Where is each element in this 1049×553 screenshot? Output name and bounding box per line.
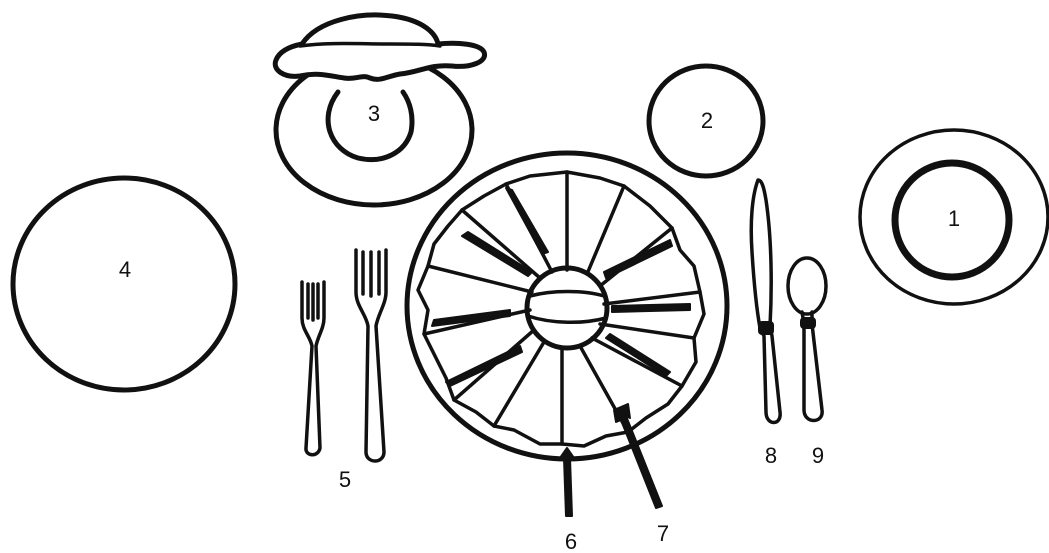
forks-5: 5 (302, 250, 386, 492)
arrow-6 (560, 448, 574, 516)
salad-fork (302, 282, 324, 455)
napkin-fold (587, 186, 624, 274)
center-plate-with-napkin (407, 153, 727, 459)
napkin-shade (506, 188, 548, 254)
knife-body (751, 180, 780, 423)
label-9: 9 (812, 443, 824, 468)
label-2: 2 (701, 108, 713, 133)
napkin-fold (592, 338, 682, 386)
pointer-6: 6 (560, 448, 577, 553)
knife-bolster (759, 322, 773, 334)
label-6: 6 (565, 529, 577, 553)
napkin-shade (612, 304, 690, 312)
pointer-7: 7 (614, 404, 669, 546)
label-7: 7 (657, 521, 669, 546)
label-1: 1 (948, 206, 960, 231)
plate-4-circle (13, 178, 235, 390)
spoon-bowl (788, 258, 826, 314)
spoon-neck (801, 318, 815, 328)
napkin-shade (604, 240, 672, 278)
dinner-fork (356, 250, 386, 461)
bread-on-plate-3 (275, 15, 484, 79)
plate-3: 3 (275, 15, 484, 205)
label-8: 8 (765, 443, 777, 468)
napkin-ring-band-1 (530, 292, 604, 297)
napkin-shade (446, 346, 522, 386)
spoon-9: 9 (788, 258, 826, 468)
plate-2: 2 (649, 66, 763, 176)
knife-8: 8 (751, 180, 780, 468)
napkin-ring (527, 268, 607, 348)
label-5: 5 (339, 467, 351, 492)
napkin-ring-band-2 (528, 316, 606, 322)
napkin-fold (604, 292, 700, 304)
label-3: 3 (368, 101, 380, 126)
arrow-7 (614, 404, 662, 508)
plate-1: 1 (860, 130, 1048, 304)
plate-4: 4 (13, 178, 235, 390)
label-4: 4 (119, 257, 131, 282)
napkin-shade (606, 334, 670, 376)
